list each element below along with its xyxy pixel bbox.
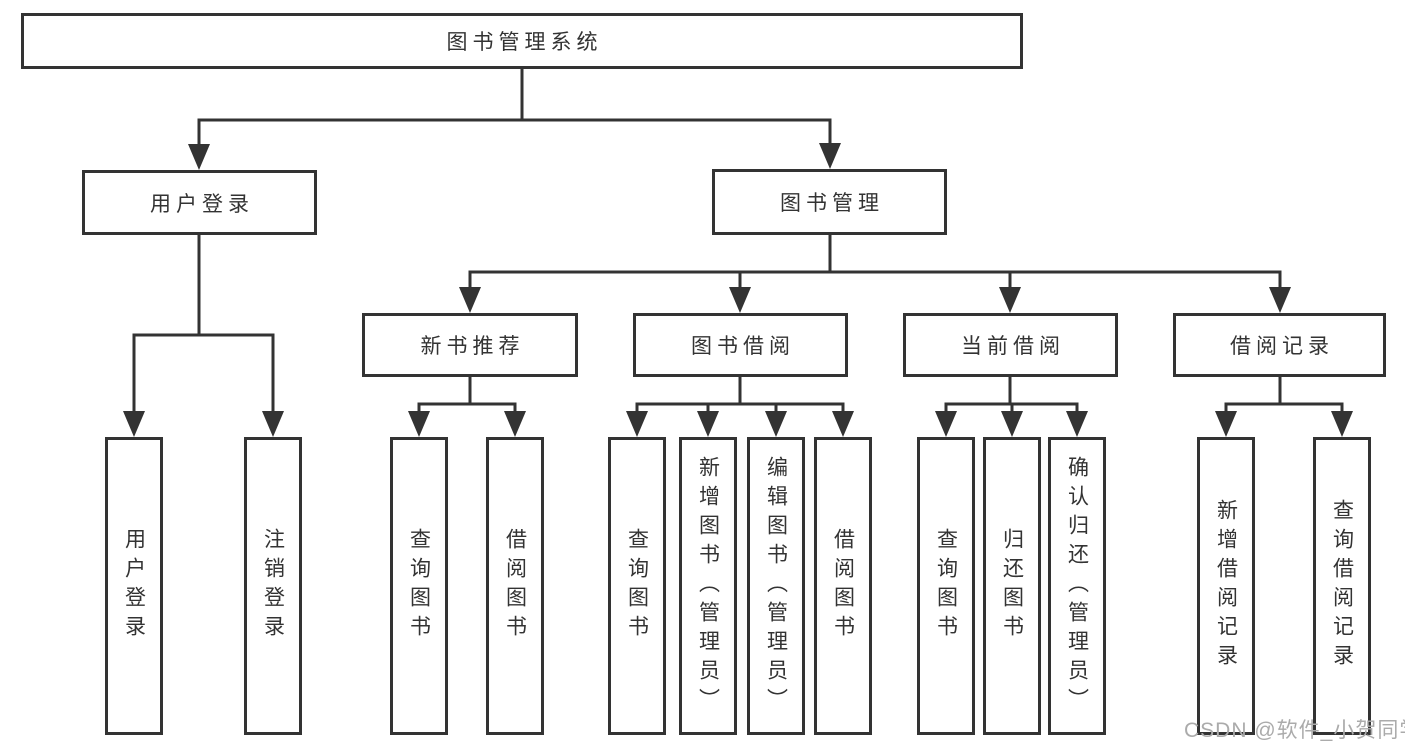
leaf-bb-borrow-books: 借阅图书: [814, 437, 872, 735]
leaf-bb-query-books-label: 查询图书: [625, 528, 649, 644]
box-borrowing-records-label: 借阅记录: [1230, 335, 1334, 358]
connector-paths: [132, 69, 1344, 418]
box-library-system: 图书管理系统: [21, 13, 1023, 69]
leaf-user-login: 用户登录: [105, 437, 163, 735]
leaf-br-add-record: 新增借阅记录: [1197, 437, 1255, 735]
leaf-bb-add-books-admin: 新增图书（管理员）: [679, 437, 737, 735]
leaf-cb-confirm-return-admin: 确认归还（管理员）: [1048, 437, 1106, 735]
leaf-cb-query-books-label: 查询图书: [934, 528, 958, 644]
leaf-rec-borrow-books: 借阅图书: [486, 437, 544, 735]
leaf-bb-edit-books-admin: 编辑图书（管理员）: [747, 437, 805, 735]
leaf-br-query-record-label: 查询借阅记录: [1330, 499, 1354, 673]
leaf-cb-return-books: 归还图书: [983, 437, 1041, 735]
leaf-bb-query-books: 查询图书: [608, 437, 666, 735]
leaf-rec-borrow-books-label: 借阅图书: [503, 528, 527, 644]
box-book-management: 图书管理: [712, 169, 947, 235]
leaf-logout: 注销登录: [244, 437, 302, 735]
box-library-system-label: 图书管理系统: [446, 31, 603, 54]
leaf-br-query-record: 查询借阅记录: [1313, 437, 1371, 735]
leaf-user-login-label: 用户登录: [122, 528, 146, 644]
leaf-bb-edit-books-admin-label: 编辑图书（管理员）: [764, 455, 788, 717]
leaf-cb-query-books: 查询图书: [917, 437, 975, 735]
leaf-bb-borrow-books-label: 借阅图书: [831, 528, 855, 644]
box-book-borrowing-label: 图书借阅: [691, 335, 795, 358]
leaf-logout-label: 注销登录: [261, 528, 285, 644]
leaf-rec-query-books: 查询图书: [390, 437, 448, 735]
box-book-management-label: 图书管理: [780, 192, 884, 215]
leaf-cb-return-books-label: 归还图书: [1000, 528, 1024, 644]
arrowhead-icons: [123, 143, 1353, 437]
box-user-login-label: 用户登录: [150, 192, 254, 216]
leaf-rec-query-books-label: 查询图书: [407, 528, 431, 644]
leaf-bb-add-books-admin-label: 新增图书（管理员）: [696, 455, 720, 717]
box-new-book-recommend-label: 新书推荐: [420, 335, 525, 358]
box-book-borrowing: 图书借阅: [633, 313, 848, 377]
box-borrowing-records: 借阅记录: [1173, 313, 1386, 377]
box-user-login: 用户登录: [82, 170, 317, 235]
csdn-watermark: CSDN @软件_小贺同学: [1184, 719, 1405, 742]
leaf-br-add-record-label: 新增借阅记录: [1214, 499, 1238, 673]
box-current-borrowing-label: 当前借阅: [961, 335, 1065, 358]
box-current-borrowing: 当前借阅: [903, 313, 1118, 377]
box-new-book-recommend: 新书推荐: [362, 313, 578, 377]
leaf-cb-confirm-return-admin-label: 确认归还（管理员）: [1065, 455, 1089, 717]
